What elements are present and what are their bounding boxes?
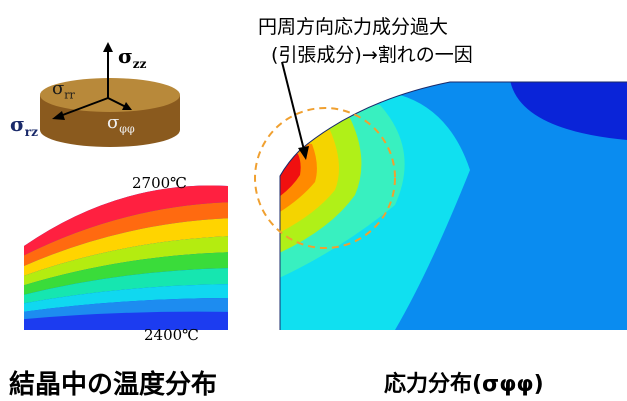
sigma-rr-label: σrr — [52, 78, 75, 102]
temperature-map — [24, 185, 228, 330]
disk-top — [40, 78, 180, 112]
temp-band — [24, 284, 228, 313]
zz-arrow-head — [103, 42, 113, 52]
sigma-phiphi-label: σφφ — [107, 112, 135, 136]
temp-band — [24, 268, 228, 305]
crack-highlight-circle — [254, 107, 396, 249]
sigma-zz-label: σzz — [118, 44, 147, 71]
rz-arrow-shaft — [59, 97, 109, 117]
phiphi-arrow-shaft — [107, 97, 127, 108]
temp-bottom-label: 2400℃ — [144, 326, 199, 344]
annotation-arrow-shaft — [281, 61, 305, 151]
stress-field — [510, 82, 627, 140]
temp-band — [24, 236, 228, 288]
temp-band — [24, 298, 228, 320]
crystal-disk — [40, 42, 180, 147]
temp-band — [24, 218, 228, 279]
temp-band — [24, 252, 228, 297]
phiphi-arrow-head — [122, 102, 132, 110]
annotation-line-1: 円周方向応力成分過大 — [258, 16, 449, 38]
annotation-line-2: (引張成分)→割れの一因 — [271, 44, 473, 66]
sigma-rz-label: σrz — [10, 112, 38, 139]
stress-outline — [279, 81, 627, 330]
stress-caption: 応力分布(σφφ) — [384, 372, 544, 397]
temperature-caption: 結晶中の温度分布 — [9, 370, 218, 400]
annotation-arrow-head — [298, 146, 309, 160]
rz-arrow-head — [52, 111, 65, 120]
temp-top-label: 2700℃ — [132, 174, 187, 192]
temp-band — [24, 185, 228, 260]
temp-band — [24, 202, 228, 270]
stress-map — [280, 82, 627, 330]
